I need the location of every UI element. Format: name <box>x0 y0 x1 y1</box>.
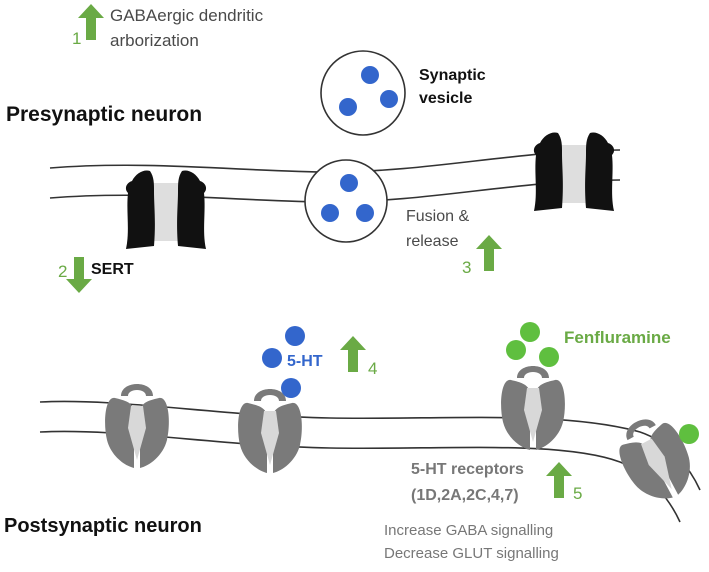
5ht-receptor-bound-fenfluramine <box>501 366 565 450</box>
fenfluramine-molecule <box>679 424 699 444</box>
step1-label-line2: arborization <box>110 31 199 50</box>
step1-label-line1: GABAergic dendritic <box>110 6 264 25</box>
5ht-molecule <box>262 348 282 368</box>
arrow-down-icon <box>66 257 92 293</box>
fusion-label-line1: Fusion & <box>406 208 470 225</box>
arrow-up-icon <box>78 4 104 40</box>
step1-number: 1 <box>72 29 82 48</box>
5ht-molecule <box>285 326 305 346</box>
fusing-5ht-molecule <box>321 204 339 222</box>
5ht-receptor <box>105 384 169 468</box>
presynaptic-title: Presynaptic neuron <box>6 103 203 126</box>
sert-label: SERT <box>91 261 134 278</box>
arrow-up-icon <box>476 235 502 271</box>
fusing-vesicle <box>304 159 388 243</box>
arrow-up-icon <box>340 336 366 372</box>
step5-number: 5 <box>573 484 583 503</box>
5ht-receptor-tilted <box>607 406 704 512</box>
receptors-label-line2: (1D,2A,2C,4,7) <box>411 487 519 504</box>
vesicle-5ht-molecule <box>361 66 379 84</box>
vesicle-label-line2: vesicle <box>419 90 473 107</box>
step2-number: 2 <box>58 262 68 281</box>
sert-transporter-right <box>533 132 615 211</box>
receptors-label-line1: 5-HT receptors <box>411 461 524 478</box>
fenfluramine-label: Fenfluramine <box>564 328 671 347</box>
sert-transporter-left <box>125 170 207 249</box>
step3-number: 3 <box>462 258 472 277</box>
effect-gaba-label: Increase GABA signalling <box>384 522 554 539</box>
synaptic-vesicle <box>320 50 406 136</box>
fusion-label-line2: release <box>406 233 459 250</box>
step4-number: 4 <box>368 359 378 378</box>
fusing-5ht-molecule <box>340 174 358 192</box>
5ht-label: 5-HT <box>287 353 323 370</box>
vesicle-label-line1: Synaptic <box>419 67 486 84</box>
postsynaptic-title: Postsynaptic neuron <box>4 515 202 537</box>
fenfluramine-molecule <box>520 322 540 342</box>
vesicle-5ht-molecule <box>380 90 398 108</box>
vesicle-5ht-molecule <box>339 98 357 116</box>
5ht-receptor-bound-5ht <box>238 389 302 473</box>
effect-glut-label: Decrease GLUT signalling <box>384 545 559 562</box>
5ht-molecule <box>281 378 301 398</box>
fenfluramine-molecule <box>506 340 526 360</box>
arrow-up-icon <box>546 462 572 498</box>
fenfluramine-molecule <box>539 347 559 367</box>
fusing-5ht-molecule <box>356 204 374 222</box>
